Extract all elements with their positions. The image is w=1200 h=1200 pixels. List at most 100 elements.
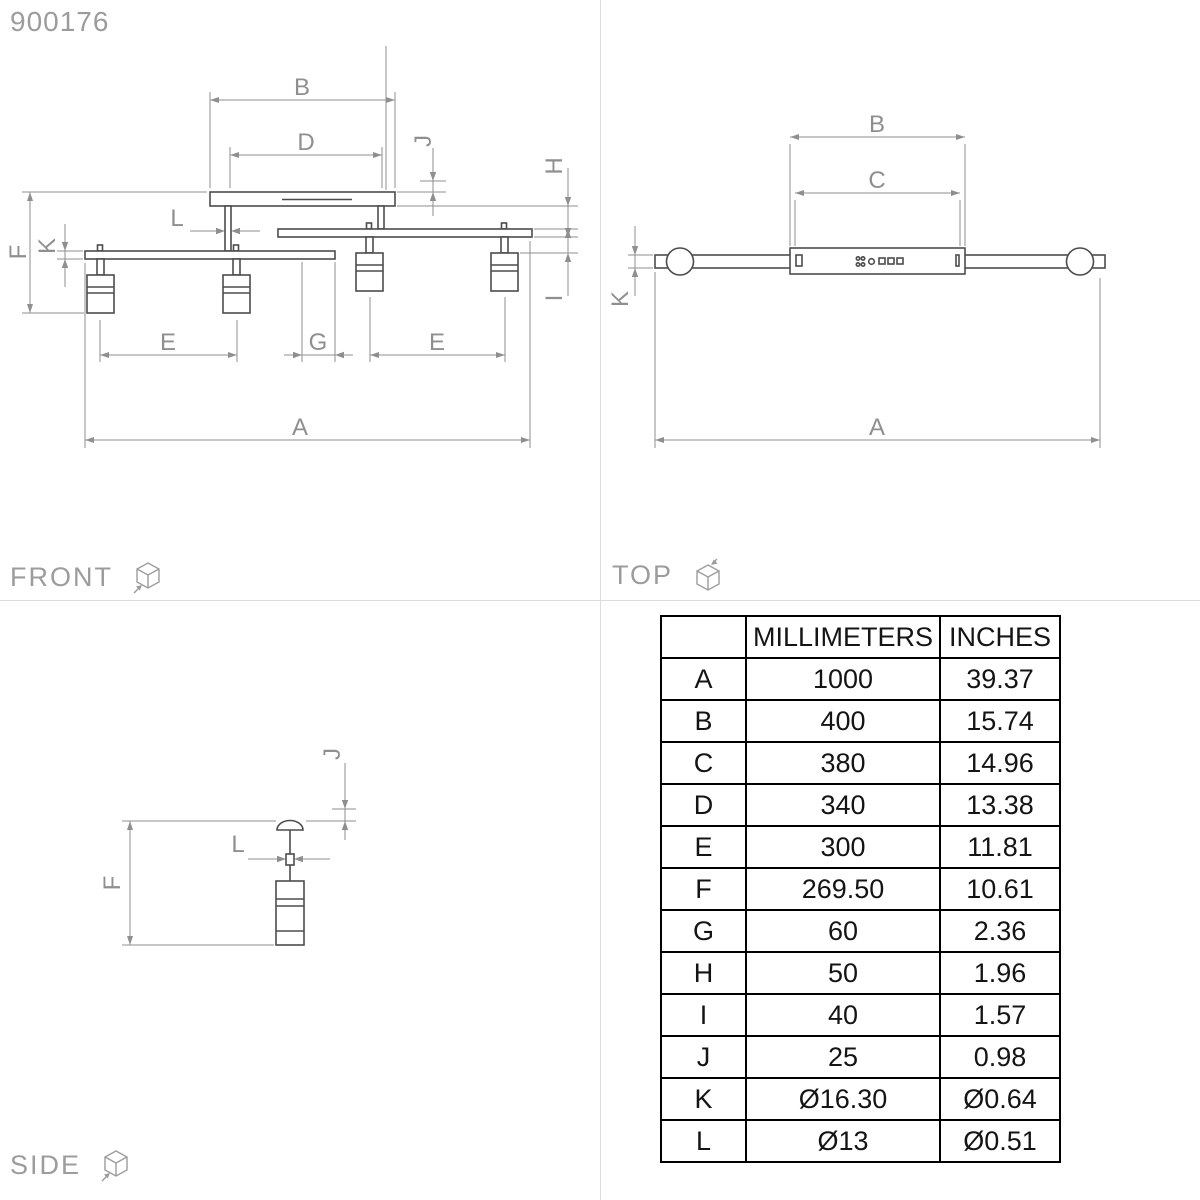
right-stem xyxy=(377,205,385,230)
mm-value-cell: 380 xyxy=(744,741,942,785)
dim-letter-cell: G xyxy=(660,909,747,953)
axonometric-cube-icon xyxy=(133,562,160,594)
dim-letter-cell: J xyxy=(660,1035,747,1079)
end-knob xyxy=(665,247,695,276)
front-dim-label-h: H xyxy=(541,157,568,174)
front-view-drawing: B D L E G E A F K J H I xyxy=(5,46,578,448)
inch-value-cell: 0.98 xyxy=(939,1035,1062,1079)
inch-value-cell: 1.57 xyxy=(939,993,1062,1037)
mm-value-cell: 1000 xyxy=(744,657,942,701)
side-dimension-lines xyxy=(122,763,356,946)
inch-value-cell: 15.74 xyxy=(939,699,1062,743)
front-dimension-lines xyxy=(22,46,578,448)
front-spotlight xyxy=(490,236,519,292)
top-fixture-geometry xyxy=(654,247,1106,276)
top-dim-label-b: B xyxy=(869,111,885,138)
mm-value-cell: 300 xyxy=(744,825,942,869)
front-dim-label-e1: E xyxy=(160,329,176,356)
end-knob xyxy=(1065,247,1095,276)
side-dim-label-f: F xyxy=(99,876,126,891)
front-dim-label-j: J xyxy=(410,135,437,147)
mm-value-cell: 25 xyxy=(744,1035,942,1079)
canopy-dome xyxy=(276,819,304,831)
front-dim-label-k: K xyxy=(34,238,61,254)
top-dim-label-a: A xyxy=(869,414,885,441)
mm-value-cell: Ø13 xyxy=(744,1119,942,1163)
left-track-bar xyxy=(84,250,336,260)
inch-value-cell: 39.37 xyxy=(939,657,1062,701)
front-dim-label-f: F xyxy=(5,245,32,260)
front-dimension-labels: B D L E G E A F K J H I xyxy=(5,74,568,441)
dim-letter-cell: E xyxy=(660,825,747,869)
left-stem xyxy=(224,205,232,252)
axonometric-cube-icon xyxy=(696,558,720,591)
inch-value-cell: 10.61 xyxy=(939,867,1062,911)
mm-value-cell: 400 xyxy=(744,699,942,743)
dim-letter-cell: H xyxy=(660,951,747,995)
right-track-bar xyxy=(277,228,533,238)
front-dim-label-g: G xyxy=(309,329,328,356)
product-code: 900176 xyxy=(10,6,110,37)
inch-value-cell: 14.96 xyxy=(939,741,1062,785)
front-view-label: FRONT xyxy=(10,560,163,594)
dim-letter-cell: L xyxy=(660,1119,747,1163)
table-header-row: MILLIMETERS INCHES xyxy=(660,615,1062,659)
inch-value-cell: 13.38 xyxy=(939,783,1062,827)
swivel-joint xyxy=(285,853,295,866)
front-spotlight xyxy=(86,258,115,314)
mm-value-cell: 60 xyxy=(744,909,942,953)
axonometric-cube-icon xyxy=(101,1150,128,1182)
millimeters-column-header: MILLIMETERS xyxy=(744,615,942,659)
front-dim-label-b: B xyxy=(294,74,310,101)
mm-value-cell: 269.50 xyxy=(744,867,942,911)
inch-value-cell: 11.81 xyxy=(939,825,1062,869)
dim-letter-cell: C xyxy=(660,741,747,785)
front-fixture-geometry xyxy=(84,191,533,314)
dim-letter-cell: K xyxy=(660,1077,747,1121)
side-dim-label-j: J xyxy=(319,748,346,760)
inch-value-cell: 1.96 xyxy=(939,951,1062,995)
side-dim-label-l: L xyxy=(231,831,244,858)
canopy-top xyxy=(789,247,966,275)
top-dimension-labels: B C A K xyxy=(607,111,886,441)
mm-value-cell: 340 xyxy=(744,783,942,827)
side-spotlight xyxy=(275,880,305,946)
side-fixture-geometry xyxy=(275,819,305,946)
dim-letter-cell: F xyxy=(660,867,747,911)
front-spotlight xyxy=(355,236,384,292)
inch-value-cell: Ø0.51 xyxy=(939,1119,1062,1163)
inches-column-header: INCHES xyxy=(939,615,1062,659)
side-view-label-text: SIDE xyxy=(10,1149,82,1180)
front-dim-label-d: D xyxy=(297,129,314,156)
dim-letter-cell: A xyxy=(660,657,747,701)
front-spotlight xyxy=(222,258,251,314)
dim-letter-cell: B xyxy=(660,699,747,743)
quadrant-divider-horizontal xyxy=(0,600,1200,601)
front-dim-label-i: I xyxy=(541,295,568,302)
front-dim-label-l: L xyxy=(170,205,183,232)
table-corner-cell xyxy=(660,615,747,659)
mm-value-cell: 40 xyxy=(744,993,942,1037)
front-dim-label-e2: E xyxy=(429,329,445,356)
mm-value-cell: 50 xyxy=(744,951,942,995)
top-dim-label-c: C xyxy=(868,167,885,194)
top-view-label: TOP xyxy=(612,558,723,592)
top-view-drawing: B C A K xyxy=(607,111,1106,448)
dim-letter-cell: I xyxy=(660,993,747,1037)
front-dim-label-a: A xyxy=(292,414,308,441)
top-dim-label-k: K xyxy=(607,291,634,307)
